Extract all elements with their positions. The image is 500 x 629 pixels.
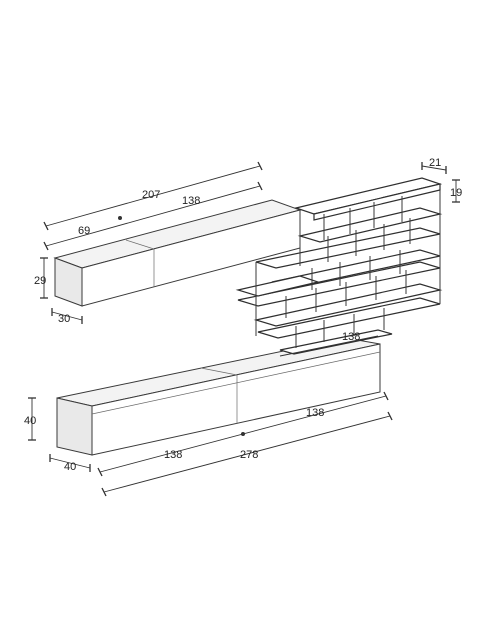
dim-shelf-depth: 21 <box>429 157 441 169</box>
base-cabinet-side <box>56 397 93 456</box>
dim-base-left-segment: 138 <box>164 449 182 461</box>
dim-shelf-width: 138 <box>342 331 360 343</box>
dim-base-height: 40 <box>24 415 36 427</box>
dim-wall-long-segment: 138 <box>182 195 200 207</box>
dim-shelf-height: 19 <box>450 187 462 199</box>
wall-cabinet-top-split <box>125 239 155 250</box>
dimension-lines <box>28 161 460 497</box>
shelf-tier-bottom <box>279 329 393 355</box>
shelf-system <box>235 177 443 355</box>
base-cabinet-top-split <box>200 367 238 376</box>
dim-wall-short-segment: 69 <box>78 225 90 237</box>
wall-cabinet-side <box>54 257 83 307</box>
dim-wall-depth: 30 <box>58 313 70 325</box>
dim-base-depth: 40 <box>64 461 76 473</box>
dim-wall-total-width: 207 <box>142 189 160 201</box>
base-cabinet <box>56 337 381 456</box>
dim-base-right-segment: 138 <box>306 407 324 419</box>
shelf-tier-4-left <box>235 275 321 297</box>
dim-base-total-width: 278 <box>240 449 258 461</box>
base-cabinet-front-edge <box>91 351 381 415</box>
dim-wall-height: 29 <box>34 275 46 287</box>
wall-cabinet <box>53 199 302 307</box>
